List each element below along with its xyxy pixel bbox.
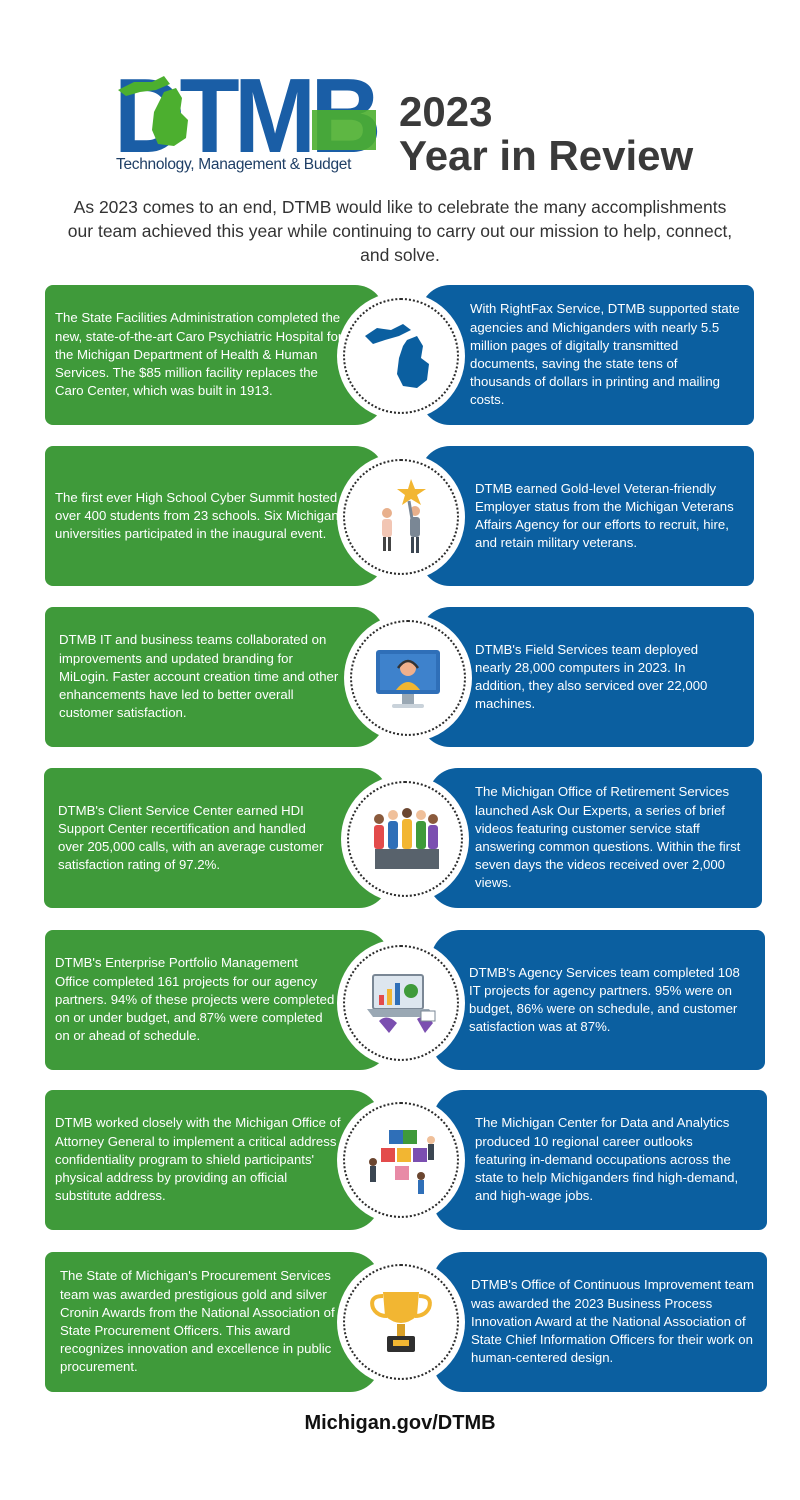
achievement-card-right: The Michigan Center for Data and Analyti… (433, 1090, 767, 1230)
row-icon-circle (343, 1102, 459, 1218)
achievement-card-right: With RightFax Service, DTMB supported st… (420, 285, 754, 425)
row-icon-circle (343, 298, 459, 414)
achievement-row: DTMB's Enterprise Portfolio Management O… (0, 930, 800, 1070)
row-icon-circle (343, 945, 459, 1061)
michigan-map-icon (365, 324, 429, 388)
title-text: Year in Review (399, 132, 694, 179)
achievement-card-right: DTMB's Office of Continuous Improvement … (433, 1252, 767, 1392)
achievement-card-left: The first ever High School Cyber Summit … (45, 446, 385, 586)
achievement-card-left: DTMB's Client Service Center earned HDI … (44, 768, 389, 908)
achievement-row: The first ever High School Cyber Summit … (0, 446, 800, 586)
achievement-card-left: DTMB IT and business teams collaborated … (45, 607, 385, 747)
logo-green-bar (312, 110, 376, 150)
card-text: DTMB's Office of Continuous Improvement … (471, 1277, 754, 1366)
computer-support-icon (376, 650, 440, 708)
card-text: The Michigan Office of Retirement Servic… (475, 784, 741, 891)
achievement-row: DTMB IT and business teams collaborated … (0, 607, 800, 747)
achievement-card-left: DTMB worked closely with the Michigan Of… (45, 1090, 380, 1230)
team-group-icon (374, 808, 439, 869)
michigan-upper-peninsula-icon (118, 76, 170, 96)
card-text: The State Facilities Administration comp… (55, 310, 343, 399)
achievement-card-left: DTMB's Enterprise Portfolio Management O… (45, 930, 390, 1070)
row-icon-circle (350, 620, 466, 736)
card-text: DTMB's Client Service Center earned HDI … (58, 802, 324, 873)
card-text: DTMB's Enterprise Portfolio Management O… (55, 955, 335, 1044)
achievement-card-right: The Michigan Office of Retirement Servic… (428, 768, 762, 908)
achievement-card-left: The State Facilities Administration comp… (45, 285, 385, 425)
achievement-card-right: DTMB's Agency Services team completed 10… (431, 930, 765, 1070)
card-text: The State of Michigan's Procurement Serv… (60, 1268, 335, 1375)
row-icon-circle (343, 1264, 459, 1380)
page-title: 2023 Year in Review (399, 90, 693, 178)
dtmb-logo: DTMB (114, 60, 382, 175)
achievement-row: The State of Michigan's Procurement Serv… (0, 1252, 800, 1392)
intro-text: As 2023 comes to an end, DTMB would like… (67, 197, 733, 265)
star-achievement-icon (382, 479, 426, 553)
card-text: The first ever High School Cyber Summit … (55, 489, 339, 542)
card-text: DTMB IT and business teams collaborated … (59, 632, 339, 721)
achievement-card-right: DTMB's Field Services team deployed near… (420, 607, 754, 747)
laptop-analytics-icon (367, 974, 436, 1033)
achievement-row: DTMB worked closely with the Michigan Of… (0, 1090, 800, 1230)
michigan-lower-peninsula-icon (152, 88, 188, 146)
row-icon-circle (343, 459, 459, 575)
achievement-row: The State Facilities Administration comp… (0, 285, 800, 425)
row-icon-circle (347, 781, 463, 897)
card-text: The Michigan Center for Data and Analyti… (475, 1115, 739, 1204)
card-text: DTMB's Agency Services team completed 10… (469, 964, 740, 1035)
card-text: DTMB worked closely with the Michigan Of… (55, 1115, 341, 1204)
achievement-card-right: DTMB earned Gold-level Veteran-friendly … (420, 446, 754, 586)
footer-url[interactable]: Michigan.gov/DTMB (304, 1412, 496, 1434)
achievement-card-left: The State of Michigan's Procurement Serv… (45, 1252, 380, 1392)
title-year: 2023 (399, 88, 493, 135)
puzzle-teamwork-icon (369, 1130, 435, 1194)
card-text: DTMB earned Gold-level Veteran-friendly … (475, 480, 734, 551)
logo-subtitle: Technology, Management & Budget (116, 156, 352, 173)
header: DTMB Technology, Management & Budget 202… (0, 0, 800, 190)
card-text: DTMB's Field Services team deployed near… (475, 641, 708, 712)
trophy-icon (370, 1292, 432, 1352)
achievement-row: DTMB's Client Service Center earned HDI … (0, 768, 800, 908)
card-text: With RightFax Service, DTMB supported st… (470, 301, 740, 408)
